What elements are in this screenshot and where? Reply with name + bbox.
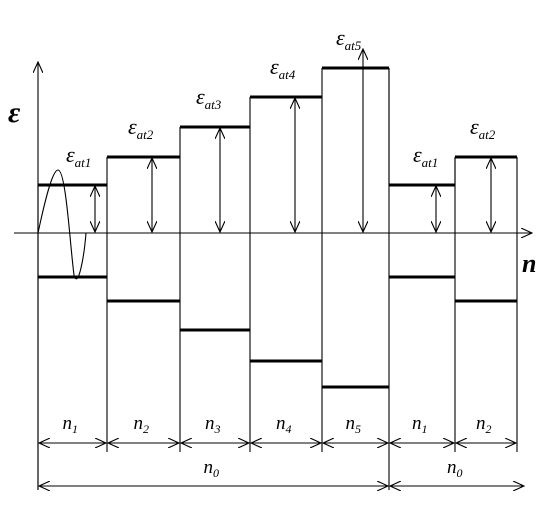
segment-label-1: n1 <box>63 413 79 436</box>
segment-label-6: n1 <box>412 413 428 436</box>
upper-level-steps <box>38 66 517 187</box>
eps-label-5: εat5 <box>336 25 362 53</box>
segment-label-4: n4 <box>276 413 292 436</box>
segment-dimensions: n1 n2 n3 n4 n5 n1 n2 n0 n0 <box>39 413 524 486</box>
upper-level-labels: εat1 εat2 εat3 εat4 εat5 εat1 εat2 <box>66 25 496 170</box>
segment-label-3: n3 <box>205 413 221 436</box>
eps-label-1: εat1 <box>66 142 91 170</box>
segment-label-5: n5 <box>346 413 362 436</box>
period-label-2: n0 <box>447 457 463 480</box>
eps-label-2: εat2 <box>128 114 154 142</box>
eps-label-7: εat2 <box>470 114 496 142</box>
period-label-1: n0 <box>204 457 220 480</box>
vertical-axis-label: ε <box>8 96 21 129</box>
eps-label-3: εat3 <box>196 84 222 112</box>
eps-label-6: εat1 <box>413 142 438 170</box>
eps-label-4: εat4 <box>270 54 296 82</box>
wave-curve <box>37 169 87 280</box>
segment-label-2: n2 <box>134 413 150 436</box>
segment-label-7: n2 <box>476 413 492 436</box>
upper-level-arrows <box>95 49 491 232</box>
horizontal-axis-label: n <box>522 249 536 278</box>
